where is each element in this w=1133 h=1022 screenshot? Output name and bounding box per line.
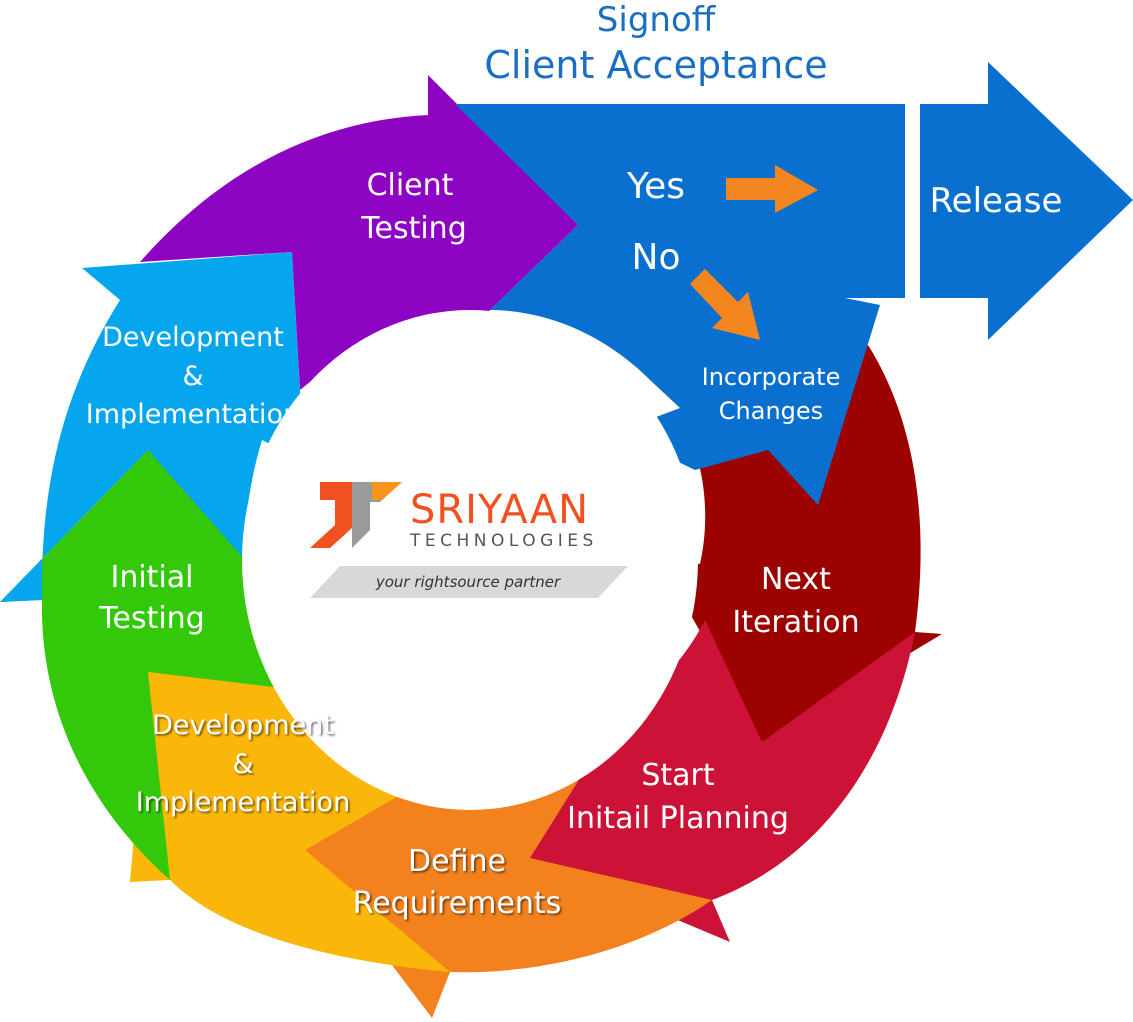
stage-start-planning — [530, 620, 915, 942]
label-dev-impl-top-1: Development — [102, 322, 284, 353]
no-arrow-icon — [690, 269, 760, 340]
label-release: Release — [930, 181, 1063, 221]
label-next-iteration-2: Iteration — [732, 605, 859, 640]
label-no: No — [632, 237, 681, 278]
label-client-testing-1: Client — [367, 168, 454, 203]
label-define-requirements-2: Requirements — [353, 886, 562, 921]
label-initial-testing-1: Initial — [110, 560, 193, 595]
label-dev-impl-bottom-3: Implementation — [136, 787, 350, 818]
tagline-banner — [310, 566, 628, 598]
yes-arrow-icon — [726, 165, 818, 213]
label-dev-impl-top-2: & — [182, 361, 203, 392]
label-yes: Yes — [626, 166, 685, 207]
label-define-requirements-1: Define — [408, 844, 506, 879]
label-incorporate-changes-1: Incorporate — [702, 363, 841, 391]
label-start-planning-2: Initail Planning — [567, 801, 789, 836]
sriyaan-logo: SRIYAAN TECHNOLOGIES your rightsource pa… — [310, 482, 628, 598]
label-client-testing-2: Testing — [360, 211, 466, 246]
label-dev-impl-bottom-1: Development — [152, 710, 334, 741]
logo-subtitle: TECHNOLOGIES — [409, 531, 598, 551]
label-next-iteration-1: Next — [761, 562, 831, 597]
label-start-planning-1: Start — [641, 758, 715, 793]
header-client-acceptance: Client Acceptance — [484, 43, 827, 87]
label-incorporate-changes-2: Changes — [719, 397, 823, 425]
logo-mark-icon — [310, 482, 352, 548]
stage-dev-impl-bottom — [130, 672, 450, 972]
stage-initial-testing — [0, 450, 298, 880]
release-arrow — [920, 62, 1133, 340]
label-dev-impl-bottom-2: & — [232, 749, 253, 780]
stage-signoff-decision — [455, 104, 905, 505]
label-initial-testing-2: Testing — [98, 601, 204, 636]
logo-tagline: your rightsource partner — [375, 573, 561, 591]
center-circle — [242, 310, 698, 810]
logo-name: SRIYAAN — [410, 487, 589, 533]
header-signoff: Signoff — [597, 0, 717, 40]
label-dev-impl-top-3: Implementation — [86, 399, 300, 430]
stage-dev-impl-top — [0, 252, 304, 602]
